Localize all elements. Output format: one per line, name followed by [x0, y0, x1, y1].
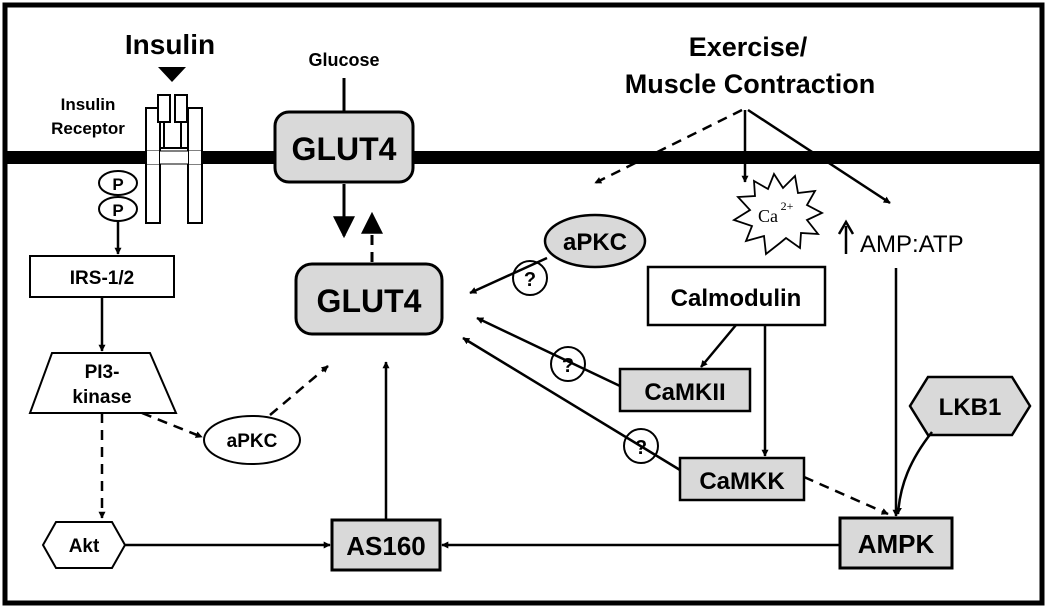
arrow-calmodulin-to-camkii — [700, 324, 737, 368]
svg-text:AMPK: AMPK — [858, 529, 935, 559]
svg-text:AS160: AS160 — [346, 531, 426, 561]
calcium-burst: Ca 2+ — [731, 172, 825, 256]
akt-node: Akt — [41, 521, 127, 569]
svg-text:CaMKII: CaMKII — [644, 379, 725, 406]
svg-text:?: ? — [635, 437, 647, 459]
svg-text:LKB1: LKB1 — [939, 394, 1002, 421]
apkc-exercise-node: aPKC — [543, 213, 647, 269]
insulin-ligand-triangle — [158, 67, 186, 82]
arrow-camkii-to-glut4 — [476, 316, 621, 388]
arrow-exercise-to-apkc — [594, 108, 743, 185]
svg-text:P: P — [112, 201, 123, 220]
arrow-lkb1-to-ampk — [894, 431, 933, 515]
glut4-vesicle: GLUT4 — [294, 262, 444, 336]
question-marker-camkii: ? — [550, 346, 586, 382]
apkc-insulin-node: aPKC — [203, 415, 301, 465]
ampk-box: AMPK — [838, 516, 954, 570]
svg-text:?: ? — [524, 269, 536, 291]
arrow-camkk-to-ampk — [803, 475, 889, 516]
svg-text:aPKC: aPKC — [227, 431, 278, 452]
svg-text:Ca: Ca — [758, 206, 778, 226]
svg-text:PI3-: PI3- — [85, 362, 120, 383]
calmodulin-box: Calmodulin — [646, 265, 827, 327]
insulin-label: Insulin — [125, 29, 215, 60]
camkk-box: CaMKK — [678, 456, 806, 502]
svg-text:Calmodulin: Calmodulin — [671, 285, 802, 312]
arrow-exercise-to-amp — [747, 108, 891, 205]
arrow-pi3k-to-apkc — [141, 411, 203, 439]
pi3-kinase: PI3- kinase — [28, 352, 178, 414]
cell-membrane — [7, 151, 1040, 164]
amp-atp-label: AMP:ATP — [860, 231, 964, 258]
svg-text:aPKC: aPKC — [563, 229, 627, 256]
phospho-site-1: P — [98, 170, 138, 196]
svg-text:2+: 2+ — [781, 199, 794, 213]
svg-text:CaMKK: CaMKK — [699, 468, 785, 495]
exercise-label-line1: Exercise/ — [689, 32, 808, 62]
glut4-membrane-transporter: GLUT4 — [273, 110, 415, 184]
svg-text:P: P — [112, 175, 123, 194]
insulin-receptor-label-line2: Receptor — [51, 119, 125, 138]
svg-text:GLUT4: GLUT4 — [292, 131, 397, 167]
insulin-receptor-label-line1: Insulin — [61, 95, 116, 114]
phospho-site-2: P — [98, 196, 138, 222]
arrow-apkc-to-glut4 — [269, 365, 329, 416]
glucose-label: Glucose — [308, 50, 379, 70]
svg-text:IRS-1/2: IRS-1/2 — [70, 268, 134, 289]
pathway-arrows — [98, 108, 933, 549]
insulin-receptor — [145, 94, 203, 224]
as160-box: AS160 — [330, 518, 442, 572]
arrow-apkc-to-glut4-exercise — [469, 256, 548, 295]
camkii-box: CaMKII — [618, 367, 752, 413]
svg-text:kinase: kinase — [72, 387, 131, 408]
lkb1-node: LKB1 — [908, 375, 1032, 437]
svg-text:GLUT4: GLUT4 — [317, 283, 422, 319]
svg-text:Akt: Akt — [69, 536, 100, 557]
increase-arrow-icon — [837, 219, 855, 235]
arrow-camkk-to-glut4 — [462, 336, 681, 472]
exercise-label-line2: Muscle Contraction — [625, 69, 876, 99]
irs-box: IRS-1/2 — [29, 255, 175, 298]
